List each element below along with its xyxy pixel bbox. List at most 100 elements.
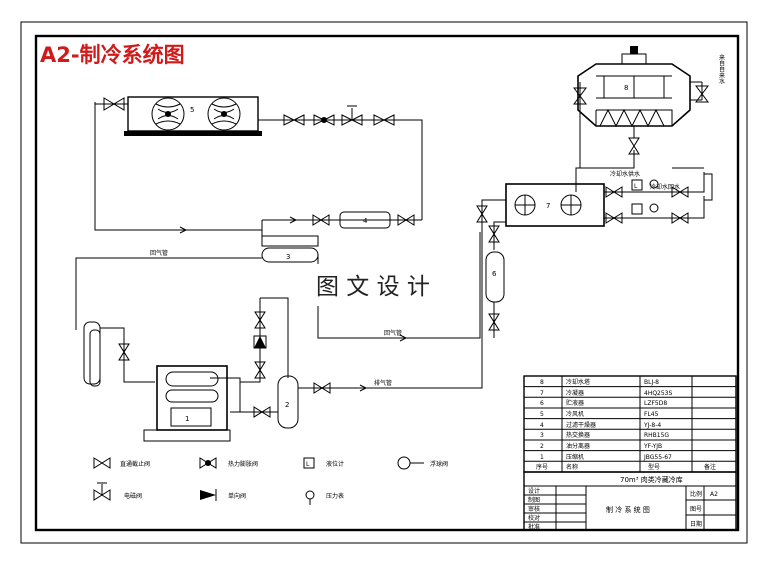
gate-valve-icon <box>397 214 415 226</box>
svg-text:图号: 图号 <box>690 506 702 513</box>
svg-text:油分离器: 油分离器 <box>566 442 590 450</box>
heat-exchanger: 3 <box>261 220 319 263</box>
gate-valve-icon <box>373 114 395 126</box>
pipe-label-return: 冷却水回水 <box>650 183 680 191</box>
make-up-water-label: 来自自来水 <box>718 54 725 84</box>
gate-valve-icon <box>283 114 305 126</box>
svg-text:3: 3 <box>540 432 544 439</box>
equipment-number-4: 4 <box>363 217 368 225</box>
pipe-label-suction: 回气管 <box>150 249 168 257</box>
liquid-receiver: 6 <box>485 251 505 303</box>
pipe-label-suction-mid: 回气管 <box>384 329 402 337</box>
level-meter-icon: L <box>631 179 643 191</box>
expansion-valve-icon <box>313 114 335 126</box>
svg-text:6: 6 <box>540 400 544 407</box>
svg-text:YF-YJB: YF-YJB <box>643 443 662 450</box>
svg-text:批准: 批准 <box>528 523 540 531</box>
svg-text:直通截止阀: 直通截止阀 <box>120 460 150 468</box>
svg-text:8: 8 <box>540 379 544 386</box>
svg-text:7: 7 <box>540 390 544 397</box>
svg-text:型号: 型号 <box>648 463 660 471</box>
svg-text:制图: 制图 <box>528 496 540 504</box>
pipe-label-discharge: 排气管 <box>374 379 392 387</box>
watermark-box <box>310 264 462 306</box>
svg-text:浮球阀: 浮球阀 <box>430 460 448 468</box>
equipment-number-2: 2 <box>285 401 289 409</box>
svg-text:L: L <box>306 461 310 468</box>
gate-valve-legend-icon <box>93 457 111 469</box>
pressure-gauge-icon <box>649 203 659 213</box>
gate-valve-icon <box>476 205 488 223</box>
svg-text:名称: 名称 <box>566 463 578 471</box>
svg-text:RHB15G: RHB15G <box>644 432 669 439</box>
valve-icon <box>103 97 125 111</box>
gate-valve-icon <box>118 343 130 361</box>
pressure-gauge-legend-icon <box>305 490 315 500</box>
float-valve-legend-icon <box>397 456 411 470</box>
condenser: 7 <box>505 183 605 227</box>
drawing-title: A2-制冷系统图 <box>40 43 185 67</box>
svg-text:日期: 日期 <box>690 520 702 528</box>
check-valve-icon <box>253 406 271 418</box>
inner-frame <box>34 34 740 532</box>
compressor: 1 <box>143 365 241 442</box>
level-meter-icon <box>631 203 643 215</box>
svg-text:BLJ-8: BLJ-8 <box>644 379 659 386</box>
svg-text:4HQ253S: 4HQ253S <box>644 390 673 397</box>
svg-text:热交换器: 热交换器 <box>566 431 590 439</box>
solenoid-valve-legend-icon <box>199 457 217 469</box>
drawing-name: 制 冷 系 统 图 <box>606 505 650 514</box>
svg-text:贮液器: 贮液器 <box>566 399 584 407</box>
svg-text:序号: 序号 <box>536 463 548 471</box>
equipment-number-5: 5 <box>190 106 194 114</box>
svg-text:液位计: 液位计 <box>326 460 344 468</box>
svg-text:LZF5D8: LZF5D8 <box>644 400 667 407</box>
pipe-discharge <box>298 232 483 389</box>
svg-text:审核: 审核 <box>528 505 540 513</box>
svg-text:A2: A2 <box>710 491 718 498</box>
air-cooler-unit: 5 <box>124 96 262 136</box>
float-valve-icon <box>253 335 267 349</box>
pipe-label-supply: 冷却水供水 <box>610 170 640 178</box>
svg-text:YJ-8-4: YJ-8-4 <box>643 422 661 429</box>
project-name: 70m³ 肉类冷藏冷库 <box>620 475 683 484</box>
svg-text:压缩机: 压缩机 <box>566 453 584 461</box>
svg-text:FL45: FL45 <box>644 411 659 418</box>
filter-drier: 4 <box>339 211 391 229</box>
equipment-number-8: 8 <box>624 84 628 92</box>
svg-text:设计: 设计 <box>528 487 540 495</box>
svg-text:电磁阀: 电磁阀 <box>124 492 142 500</box>
oil-separator: 2 <box>277 375 299 429</box>
svg-text:压力表: 压力表 <box>326 492 344 500</box>
equipment-number-6: 6 <box>492 270 497 278</box>
check-valve-legend-icon <box>200 490 216 500</box>
gate-valve-icon <box>313 382 331 394</box>
svg-text:过滤干燥器: 过滤干燥器 <box>566 421 596 429</box>
svg-text:JBG55-67: JBG55-67 <box>643 454 672 461</box>
suction-accumulator <box>83 321 101 387</box>
gate-valve-icon <box>254 361 266 379</box>
legend: 直通截止阀 热力膨胀阀 L 液位计 浮球阀 电磁阀 单向阀 压力表 <box>93 456 448 505</box>
angle-valve-icon <box>341 105 363 126</box>
gate-valve-icon <box>488 225 500 243</box>
svg-text:5: 5 <box>540 411 544 418</box>
svg-text:4: 4 <box>540 422 544 429</box>
parts-table: 8 冷却水塔 BLJ-8 7 冷凝器 4HQ253S 6 贮液器 LZF5D8 … <box>523 375 737 473</box>
svg-text:冷凝器: 冷凝器 <box>566 389 584 397</box>
equipment-number-3: 3 <box>286 253 290 261</box>
svg-text:L: L <box>634 183 638 190</box>
equipment-number-1: 1 <box>185 415 189 423</box>
level-meter-legend-icon <box>303 457 315 469</box>
svg-text:校对: 校对 <box>528 514 540 522</box>
angle-valve-legend-icon <box>93 489 111 501</box>
svg-text:1: 1 <box>540 454 544 461</box>
svg-text:热力膨胀阀: 热力膨胀阀 <box>228 460 258 468</box>
svg-text:冷风机: 冷风机 <box>566 410 584 418</box>
gate-valve-icon <box>605 186 689 224</box>
gate-valve-icon <box>312 214 330 226</box>
cooling-tower: 8 <box>573 46 709 168</box>
watermark-text: 图 文 设 计 <box>316 274 430 300</box>
svg-text:比例: 比例 <box>690 490 702 498</box>
